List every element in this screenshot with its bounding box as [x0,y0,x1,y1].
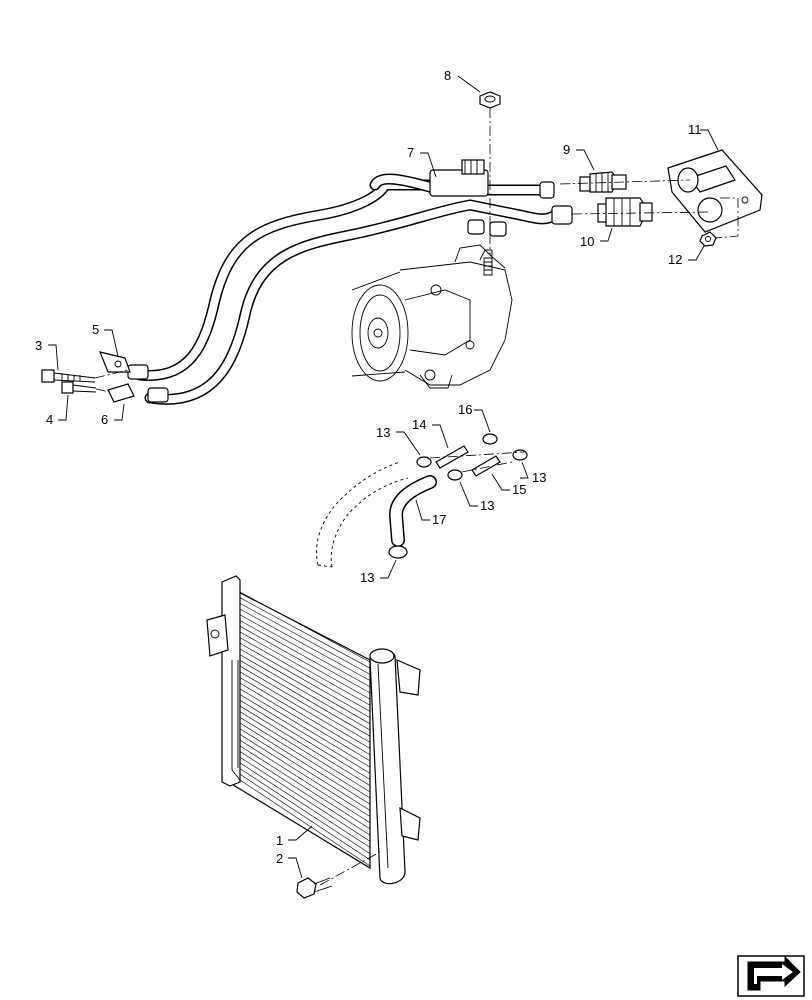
condenser-fin-line [239,654,371,731]
bracket-11 [667,149,763,233]
condenser-fin-line [239,711,371,793]
callout-11: 11 [688,122,702,137]
elbow-17 [388,475,437,547]
seal-rings-13 [388,449,528,559]
callout-17: 17 [432,512,446,527]
callout-13c: 13 [532,470,546,485]
callout-6: 6 [101,412,108,427]
condenser-fin-line [239,643,371,718]
condenser-fin-line [239,768,371,854]
condenser-fin-line [239,774,371,861]
callout-13d: 13 [360,570,374,585]
condenser-fin-line [239,762,371,848]
condenser-fin-line [239,671,371,749]
callout-13b: 13 [480,498,494,513]
tube-15 [471,455,501,477]
condenser-fin-line [239,779,371,867]
ghost-hose [316,461,409,568]
condenser-fin-line [239,637,371,712]
condenser-fin-line [239,665,371,743]
callout-14: 14 [412,417,426,432]
callout-2: 2 [276,851,283,866]
condenser-fin-line [239,756,371,842]
condenser-fin-line [239,631,371,706]
hose-end-fittings [99,351,169,403]
condenser-fin-line [239,751,371,836]
nut-12 [699,231,717,247]
condenser-fin-line [239,688,371,768]
condenser-fin-line [239,728,371,811]
fitting-10 [597,197,653,227]
nut-8 [479,91,501,109]
callout-10: 10 [580,234,594,249]
condenser-fin-line [239,682,371,762]
condenser-fin-line [239,734,371,817]
condenser-fin-line [239,620,371,694]
assembly-lines [94,108,739,886]
hose-manifold [429,159,573,237]
condenser-fin-line [239,722,371,805]
condenser-fin-line [239,614,371,687]
refrigerant-hoses [134,173,561,405]
callout-13a: 13 [376,425,390,440]
callout-15: 15 [512,482,526,497]
leader-lines [48,75,719,879]
condenser-fin-line [239,591,371,663]
callout-1: 1 [276,833,283,848]
callout-labels: 1 2 3 4 5 6 7 8 9 10 11 12 13 13 13 13 1… [35,68,702,866]
callout-12: 12 [668,252,682,267]
callout-3: 3 [35,338,42,353]
callout-16: 16 [458,402,472,417]
arrow-next-page-icon[interactable] [737,955,805,997]
callout-4: 4 [46,412,53,427]
condenser-fin-line [239,739,371,823]
condenser-fin-line [239,603,371,675]
condenser-fin-line [239,660,371,737]
condenser-fin-line [239,699,371,780]
condenser-fin-line [239,608,371,681]
callout-8: 8 [444,68,451,83]
condenser-1 [206,575,421,885]
tube-14 [435,445,469,469]
callout-5: 5 [92,322,99,337]
bolt-3 [41,369,96,383]
condenser-fin-line [239,648,371,725]
bolt-4 [61,381,97,394]
condenser-fin-line [239,677,371,755]
callout-7: 7 [407,145,414,160]
compressor [351,244,513,389]
condenser-fin-line [239,694,371,774]
condenser-fin-line [239,745,371,830]
condenser-fin-line [239,625,371,700]
condenser-fin-line [239,705,371,786]
condenser-fin-line [239,597,371,669]
seal-ring-16 [482,433,498,445]
mounting-stud [483,257,493,276]
condenser-fin-line [239,717,371,799]
bolt-2 [296,877,333,899]
callout-9: 9 [563,142,570,157]
